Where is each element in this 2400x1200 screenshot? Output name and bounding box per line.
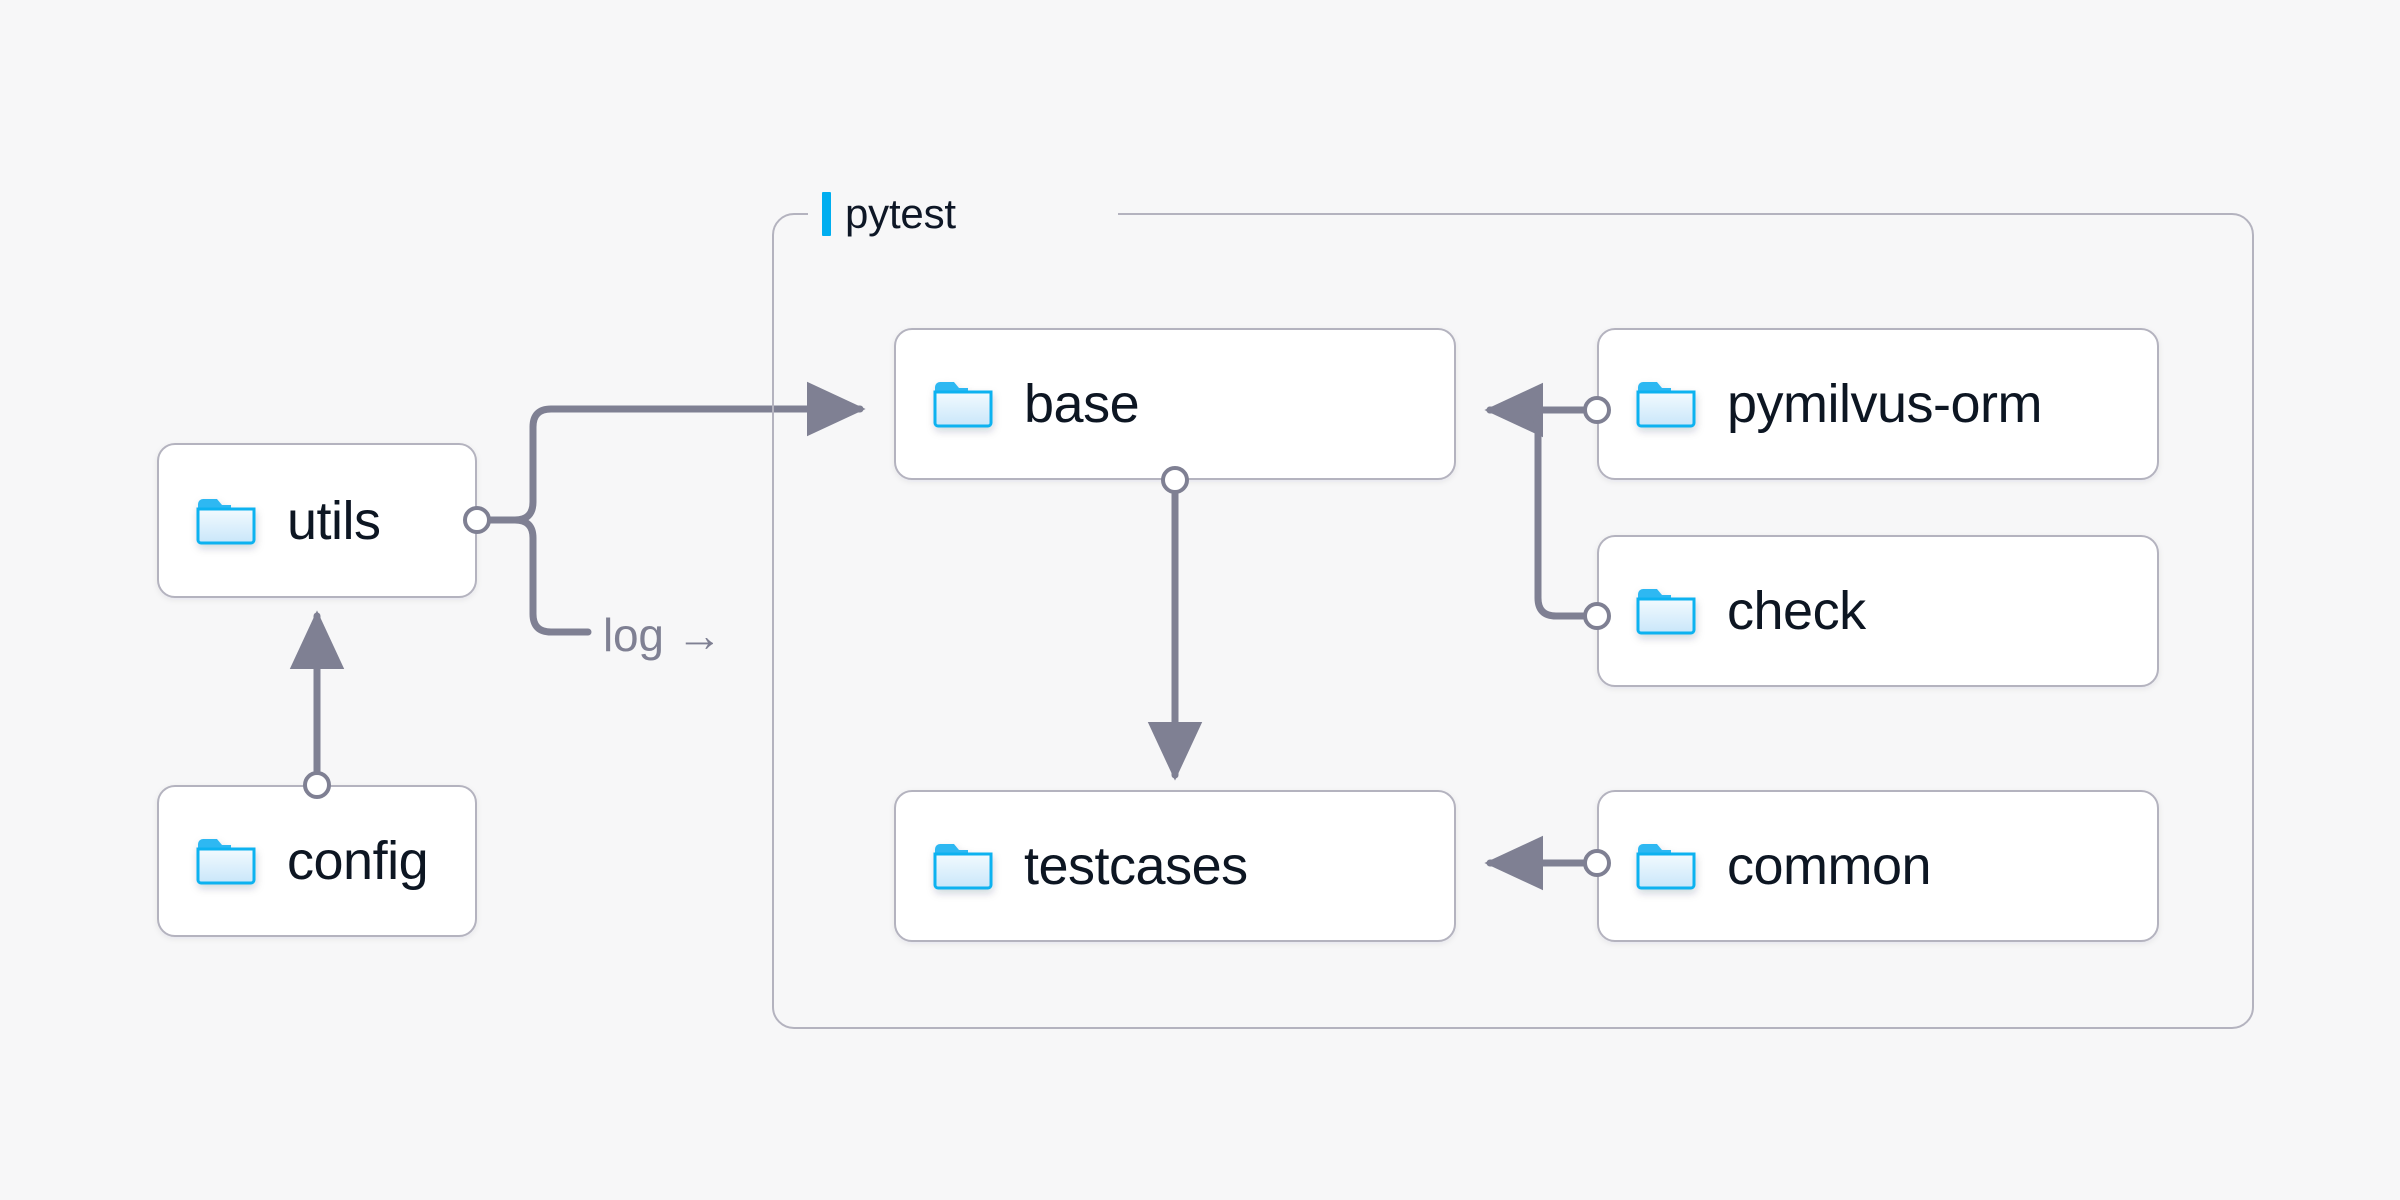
node-pymilvus-orm[interactable]: pymilvus-orm [1597,328,2159,480]
node-utils[interactable]: utils [157,443,477,598]
group-pytest[interactable] [772,213,2254,1029]
group-accent-bar [822,192,831,236]
folder-icon [932,840,994,892]
folder-icon [1635,585,1697,637]
port-utils-right[interactable] [463,506,491,534]
edge-utils-to-log [487,516,592,636]
node-base-label: base [1024,374,1140,434]
node-check-label: check [1727,581,1866,641]
node-utils-label: utils [287,490,381,551]
node-check[interactable]: check [1597,535,2159,687]
node-config[interactable]: config [157,785,477,937]
node-base[interactable]: base [894,328,1456,480]
node-testcases-label: testcases [1024,836,1248,896]
group-title: pytest [845,190,956,237]
port-check-left[interactable] [1583,602,1611,630]
port-config-top[interactable] [303,771,331,799]
folder-icon [1635,378,1697,430]
edge-label-log-text: log [603,609,664,661]
node-testcases[interactable]: testcases [894,790,1456,942]
arrow-right-icon: → [676,609,723,661]
port-common-left[interactable] [1583,849,1611,877]
folder-icon [195,495,257,547]
group-label-gap-mask [808,208,1118,218]
node-pymilvus-orm-label: pymilvus-orm [1727,374,2043,434]
folder-icon [1635,840,1697,892]
node-config-label: config [287,831,429,891]
port-pymilvus-orm-left[interactable] [1583,396,1611,424]
node-common-label: common [1727,836,1932,896]
folder-icon [932,378,994,430]
edge-label-log: log → [603,608,722,662]
node-common[interactable]: common [1597,790,2159,942]
port-base-bottom[interactable] [1161,466,1189,494]
group-pytest-label: pytest [822,190,956,238]
folder-icon [195,835,257,887]
